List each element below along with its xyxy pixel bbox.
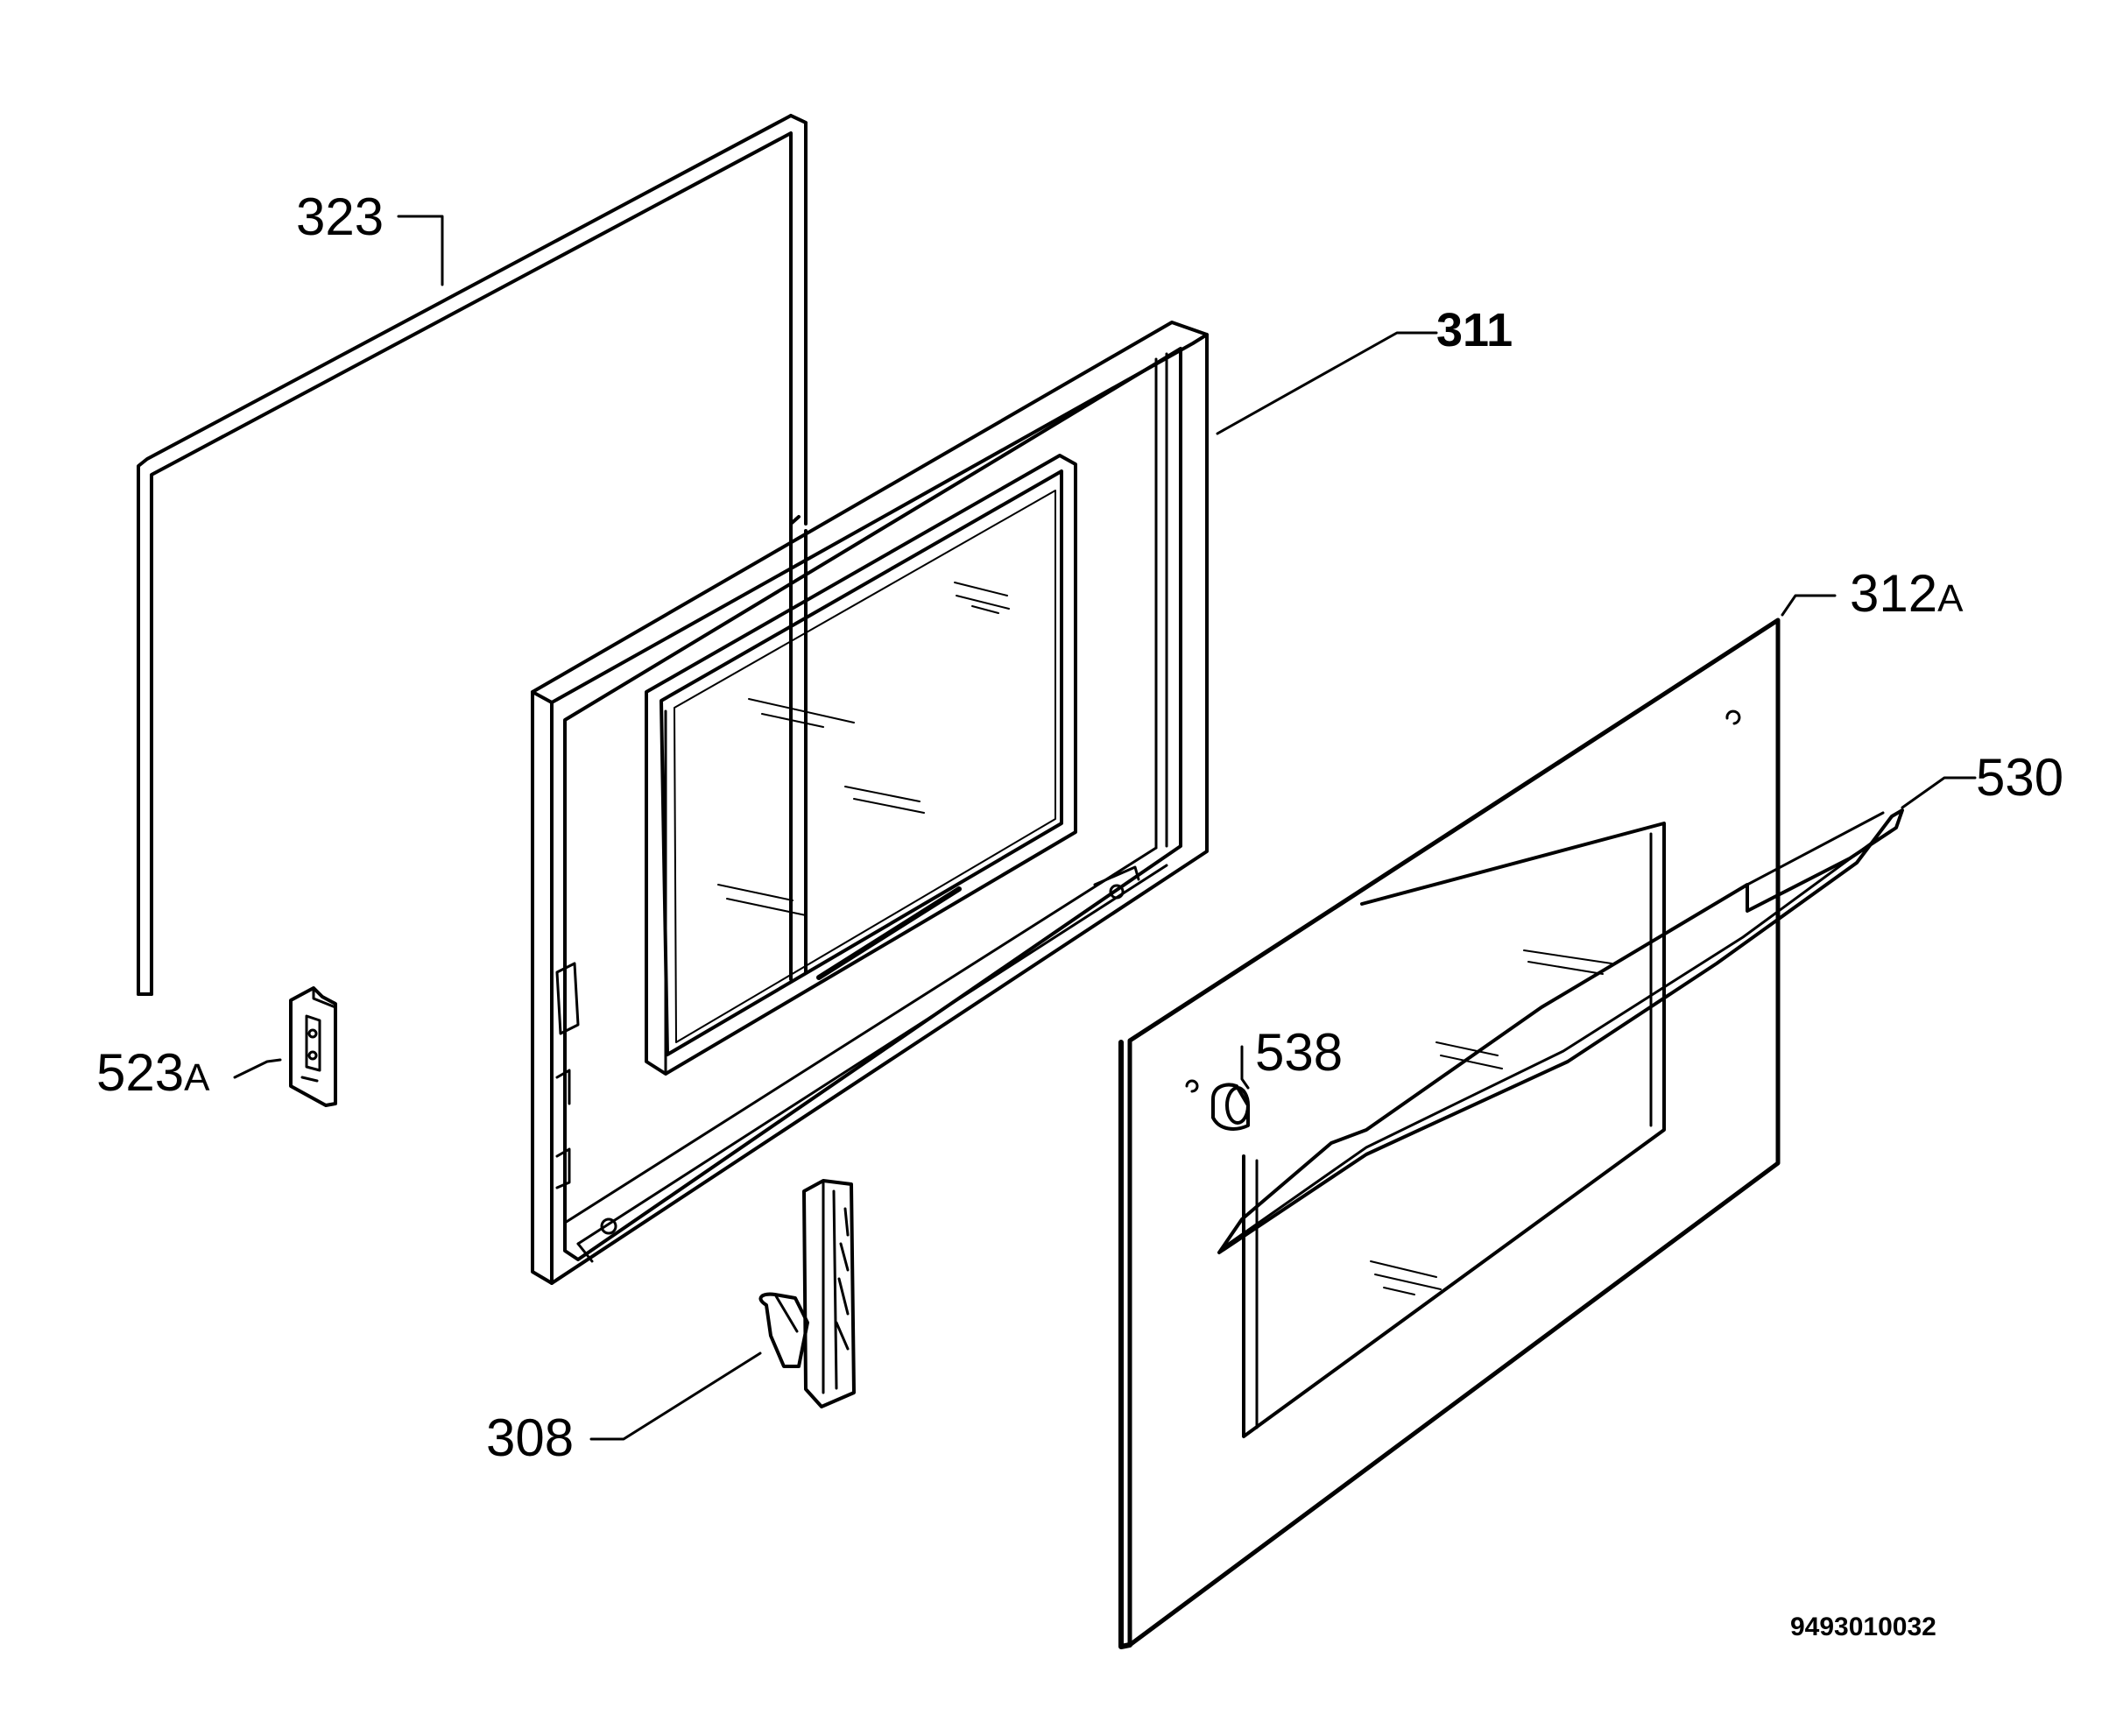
door-handle xyxy=(1217,808,1904,1254)
callout-530-text: 530 xyxy=(1976,748,2064,807)
leader-308 xyxy=(589,1351,762,1441)
callout-523a-suffix: A xyxy=(184,1056,210,1099)
callout-530: 530 xyxy=(1976,752,2063,804)
callout-523a-number: 523 xyxy=(96,1043,185,1102)
door-hinge xyxy=(758,1179,856,1408)
leader-lines xyxy=(233,215,1977,1441)
callout-312a-suffix: A xyxy=(1937,577,1964,620)
hinge-receiver xyxy=(289,986,337,1107)
leader-312a xyxy=(1781,594,1837,617)
inner-door-frame xyxy=(531,321,1209,1285)
leader-530 xyxy=(1901,776,1977,809)
callout-308-text: 308 xyxy=(486,1408,575,1467)
leader-523a xyxy=(233,1058,282,1079)
outer-glass-panel xyxy=(1118,617,1781,1649)
callout-312a-number: 312 xyxy=(1850,564,1938,623)
leader-323 xyxy=(397,215,444,286)
callout-311-text: 311 xyxy=(1436,304,1513,356)
callout-308: 308 xyxy=(486,1412,574,1464)
callout-323-text: 323 xyxy=(296,187,384,246)
callout-523a: 523A xyxy=(96,1047,209,1099)
document-number: 9493010032 xyxy=(1790,1613,1936,1641)
callout-323: 323 xyxy=(296,191,384,243)
handle-bushing xyxy=(1211,1083,1250,1131)
callout-311: 311 xyxy=(1436,307,1513,354)
callout-538: 538 xyxy=(1255,1027,1343,1079)
callout-312a: 312A xyxy=(1850,568,1963,620)
door-gasket xyxy=(137,114,808,996)
leader-311 xyxy=(1216,331,1438,435)
leader-538 xyxy=(1240,1045,1250,1090)
callout-538-text: 538 xyxy=(1255,1023,1344,1082)
